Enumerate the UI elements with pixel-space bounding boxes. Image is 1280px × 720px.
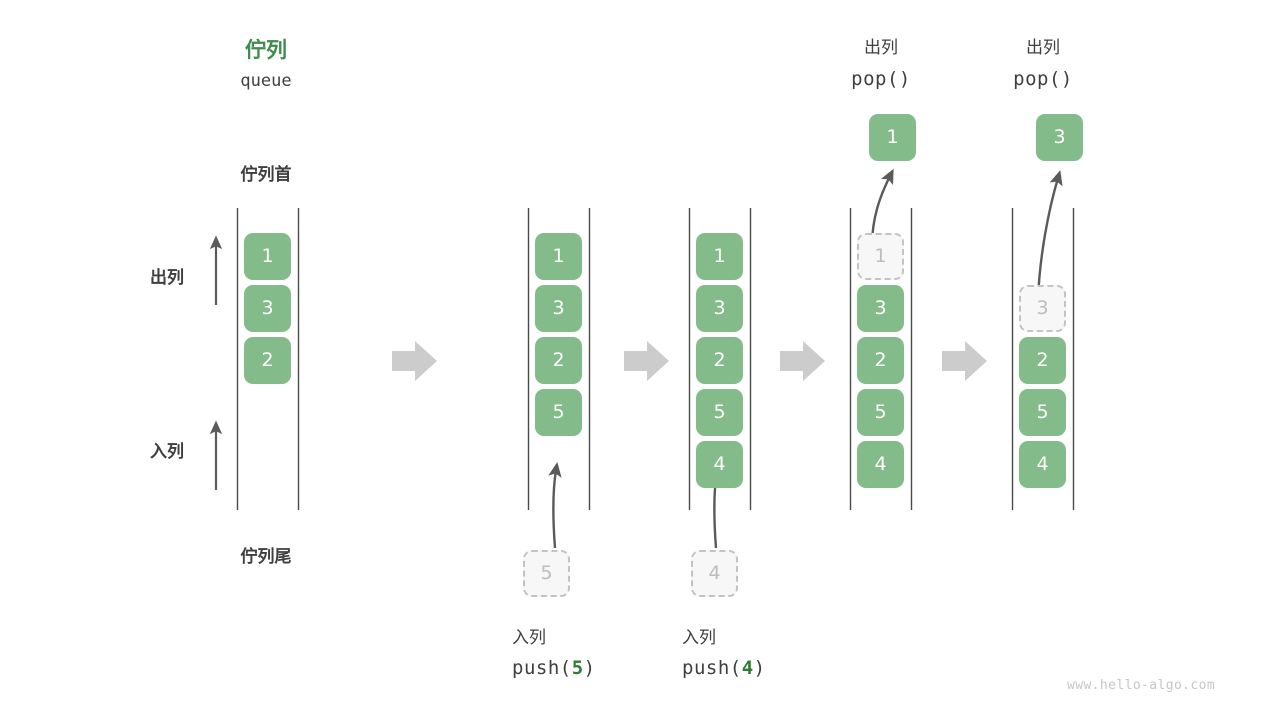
- queue-cell[interactable]: 2: [535, 337, 582, 384]
- pop-3-label-cn: 出列: [1026, 38, 1060, 58]
- queue-cell[interactable]: 3: [696, 285, 743, 332]
- queue-cell-new[interactable]: 4: [696, 441, 743, 488]
- step-arrow-3[interactable]: [780, 341, 825, 381]
- queue-cell[interactable]: 5: [1019, 389, 1066, 436]
- queue-cell[interactable]: 3: [244, 285, 291, 332]
- queue-cell-outgoing-ghost: 1: [857, 233, 904, 280]
- enqueue-side-label: 入列: [150, 442, 184, 462]
- push-5-code-prefix: push(: [512, 657, 572, 679]
- queue-cell[interactable]: 5: [857, 389, 904, 436]
- queue-title-cn: 佇列: [245, 38, 287, 62]
- push-4-code-suffix: ): [753, 657, 766, 679]
- queue-cell[interactable]: 5: [696, 389, 743, 436]
- queue-cell-incoming-ghost: 4: [691, 550, 738, 597]
- push-5-code-arg: 5: [571, 657, 584, 679]
- push-4-code-arg: 4: [741, 657, 754, 679]
- push-5-arrow: [548, 461, 562, 549]
- queue-cell-popped[interactable]: 3: [1036, 114, 1083, 161]
- pop-3-arrow: [1036, 170, 1063, 299]
- queue-title-en: queue: [240, 71, 292, 91]
- push-5-label-code: push(5): [480, 657, 682, 679]
- queue-cell[interactable]: 2: [696, 337, 743, 384]
- step-arrow-1[interactable]: [392, 341, 437, 381]
- dequeue-side-label: 出列: [150, 268, 184, 288]
- push-5-label-cn: 入列: [512, 628, 546, 648]
- queue-tail-label: 佇列尾: [240, 547, 292, 567]
- queue-cell[interactable]: 4: [1019, 441, 1066, 488]
- queue-cell[interactable]: 1: [244, 233, 291, 280]
- pop-1-label-cn: 出列: [864, 38, 898, 58]
- queue-cell[interactable]: 3: [535, 285, 582, 332]
- push-5-code-suffix: ): [583, 657, 596, 679]
- queue-cell[interactable]: 4: [857, 441, 904, 488]
- push-4-label-code: push(4): [650, 657, 852, 679]
- push-4-label-cn: 入列: [682, 628, 716, 648]
- queue-cell-outgoing-ghost: 3: [1019, 285, 1066, 332]
- queue-cell[interactable]: 2: [244, 337, 291, 384]
- queue-cell-new[interactable]: 5: [535, 389, 582, 436]
- queue-cell-incoming-ghost: 5: [523, 550, 570, 597]
- queue-cell[interactable]: 3: [857, 285, 904, 332]
- queue-cell[interactable]: 1: [696, 233, 743, 280]
- queue-cell-popped[interactable]: 1: [869, 114, 916, 161]
- queue-cell[interactable]: 1: [535, 233, 582, 280]
- step-arrow-4[interactable]: [942, 341, 987, 381]
- queue-cell[interactable]: 2: [1019, 337, 1066, 384]
- pop-3-label-code: pop(): [1013, 68, 1073, 90]
- queue-cell[interactable]: 2: [857, 337, 904, 384]
- push-4-code-prefix: push(: [682, 657, 742, 679]
- watermark: www.hello-algo.com: [1067, 678, 1216, 693]
- pop-1-label-code: pop(): [851, 68, 911, 90]
- queue-head-label: 佇列首: [240, 165, 292, 185]
- step-arrow-2[interactable]: [624, 341, 669, 381]
